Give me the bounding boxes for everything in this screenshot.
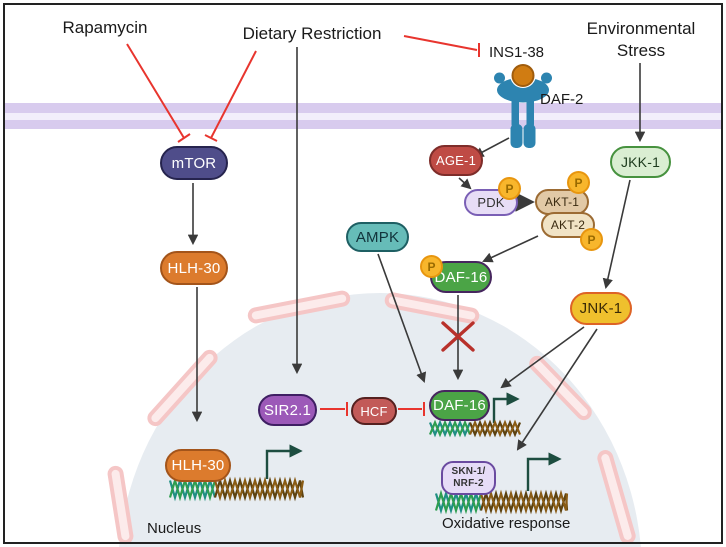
tbar bbox=[177, 133, 191, 143]
arrow-ampk-to-daf16 bbox=[377, 253, 427, 383]
node-ampk: AMPK bbox=[346, 222, 409, 252]
node-jnk1: JNK-1 bbox=[570, 292, 632, 325]
arrow-jnk1-to-skn1 bbox=[516, 328, 598, 451]
arrow-jkk1-to-jnk1 bbox=[602, 179, 631, 290]
inhibit-dietary-mtor bbox=[210, 50, 257, 139]
label-nucleus: Nucleus bbox=[147, 520, 202, 537]
dna-daf16-gene bbox=[428, 419, 522, 438]
daf2-receptor-icon bbox=[494, 62, 552, 148]
node-mtor: mTOR bbox=[160, 146, 228, 180]
node-hlh30-nucleus: HLH-30 bbox=[165, 449, 231, 482]
inhibition-lines bbox=[126, 35, 480, 416]
node-daf16-nucleus: DAF-16 bbox=[429, 390, 490, 421]
node-akt1: AKT-1 bbox=[535, 189, 589, 215]
node-jkk1: JKK-1 bbox=[610, 146, 671, 178]
label-ins1-38: INS1-38 bbox=[489, 44, 545, 61]
phosphate-badge-akt2: P bbox=[580, 228, 603, 251]
transcription-arrow-daf16 bbox=[492, 392, 520, 423]
node-skn1-line1: SKN-1/ bbox=[451, 466, 486, 477]
node-hlh30-cytoplasm: HLH-30 bbox=[160, 251, 228, 285]
plasma-membrane-outer-band bbox=[5, 103, 721, 113]
plasma-membrane-inner-band bbox=[5, 120, 721, 129]
label-environmental-stress: Environmental Stress bbox=[575, 18, 707, 62]
transcription-arrow-hlh30 bbox=[265, 444, 303, 479]
node-skn1-line2: NRF-2 bbox=[453, 478, 484, 489]
node-sir21: SIR2.1 bbox=[258, 394, 317, 426]
phosphate-badge-akt1: P bbox=[567, 171, 590, 194]
inhibit-dietary-ins138 bbox=[403, 35, 478, 51]
transcription-arrows bbox=[265, 392, 562, 491]
node-daf16-phosphorylated: DAF-16 bbox=[430, 261, 492, 293]
blocked-translocation-x-icon bbox=[441, 321, 475, 352]
label-environmental-stress-line1: Environmental bbox=[586, 19, 696, 38]
label-environmental-stress-line2: Stress bbox=[616, 41, 666, 61]
label-daf2: DAF-2 bbox=[540, 91, 584, 108]
plasma-membrane-core bbox=[5, 113, 721, 120]
dna-hlh30-gene bbox=[168, 476, 305, 502]
phosphate-badge-daf16: P bbox=[420, 255, 443, 278]
phosphate-badge-pdk: P bbox=[498, 177, 521, 200]
node-skn1-nrf2: SKN-1/ NRF-2 bbox=[441, 461, 496, 495]
label-dietary-restriction: Dietary Restriction bbox=[242, 24, 382, 43]
arrow-age1-to-pdk bbox=[458, 177, 472, 190]
ins-ligand-ball-icon bbox=[511, 64, 535, 87]
label-rapamycin: Rapamycin bbox=[62, 18, 148, 37]
node-age1: AGE-1 bbox=[429, 145, 483, 176]
arrow-jnk1-to-daf16 bbox=[500, 326, 585, 389]
transcription-arrow-skn1 bbox=[526, 452, 562, 491]
dna-skn1-gene bbox=[434, 489, 569, 515]
label-oxidative-response: Oxidative response bbox=[442, 515, 571, 532]
dna-helix-layer bbox=[168, 419, 569, 515]
inhibit-rapamycin-mtor bbox=[126, 43, 185, 139]
arrow-akt-to-daf16 bbox=[482, 235, 539, 263]
tbar bbox=[204, 134, 218, 142]
node-hcf: HCF bbox=[351, 397, 397, 425]
